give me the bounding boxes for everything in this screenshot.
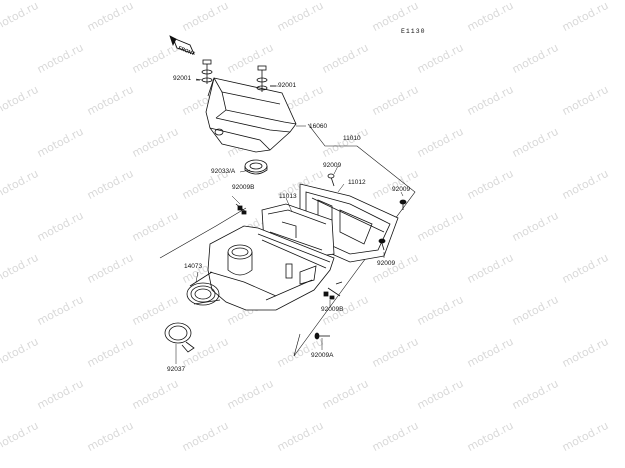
assembly-outline-11010: [159, 123, 416, 357]
label-14073: 14073: [184, 263, 203, 270]
screw-92009-lower-right: [378, 238, 386, 251]
front-arrow-label: FRONT: [177, 45, 195, 57]
label-92009b-lower: 92009B: [321, 306, 344, 313]
bolt-92001-left: [196, 59, 213, 84]
label-11012: 11012: [348, 179, 366, 186]
screw-92009-right: [399, 199, 407, 210]
label-92009-top: 92009: [323, 162, 342, 169]
grommet-92033a: [244, 159, 268, 175]
screw-92009b-upper: [235, 203, 247, 215]
label-16060: 16060: [309, 123, 328, 130]
figure-code: E1130: [401, 28, 426, 35]
label-92009b-upper: 92009B: [232, 184, 255, 191]
upper-cover-16060: [205, 77, 297, 153]
intake-duct: [186, 271, 221, 306]
label-92001-left: 92001: [173, 75, 192, 82]
screw-92009a: [314, 332, 330, 340]
screw-92009-top: [327, 173, 335, 187]
label-92009-lower-right: 92009: [377, 260, 396, 267]
clamp-92037: [164, 322, 195, 353]
leader-lines: [175, 78, 404, 364]
front-arrow-icon: FRONT: [169, 35, 195, 57]
label-92033a: 92033/A: [211, 168, 236, 175]
air-cleaner-housing-14073: [207, 225, 335, 311]
label-92001-right: 92001: [278, 82, 297, 89]
label-92009-right: 92009: [392, 186, 411, 193]
label-92037: 92037: [167, 366, 186, 373]
label-11010: 11010: [343, 135, 361, 142]
label-11013: 11013: [279, 193, 297, 200]
label-92009a: 92009A: [311, 352, 334, 359]
screw-92009b-lower: [323, 281, 343, 300]
